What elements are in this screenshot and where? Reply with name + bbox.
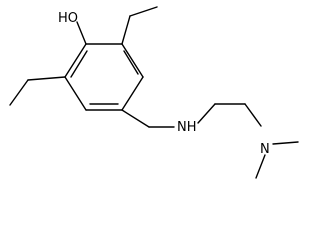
ring-double-bond xyxy=(123,50,139,75)
dimethylamine-label: N xyxy=(260,142,270,157)
n-methyl-down-bond xyxy=(255,154,266,179)
amine-label: NH xyxy=(177,120,197,135)
ring-bond xyxy=(64,43,87,78)
methoxy-left-bond xyxy=(27,76,66,81)
benzyl-bond xyxy=(121,109,150,128)
nh-to-ethyl-bond xyxy=(197,103,216,124)
n-methyl-right-bond xyxy=(272,141,299,145)
structure-diagram: HO NH N xyxy=(9,6,299,179)
ring-bond xyxy=(64,76,87,111)
methoxy-top-bond xyxy=(121,15,131,45)
methoxy-left-methyl xyxy=(9,79,29,106)
benzene-ring xyxy=(64,43,144,111)
ring-bond xyxy=(121,43,144,78)
ring-double-bond xyxy=(70,50,88,78)
ring-bond xyxy=(121,76,144,111)
ethyl-to-n-bond xyxy=(244,103,262,127)
hydroxyl-bond xyxy=(76,21,87,45)
hydroxyl-label: HO xyxy=(58,11,78,26)
methoxy-top-methyl xyxy=(129,6,158,17)
